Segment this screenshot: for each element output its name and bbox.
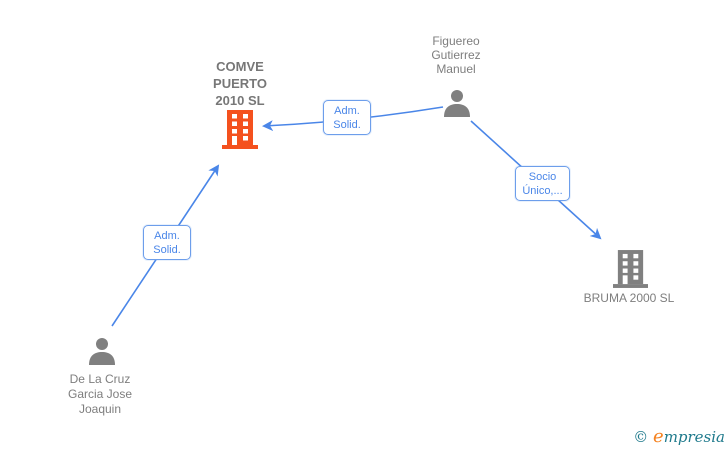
copyright-symbol: ©: [633, 428, 649, 446]
figuereo-name-line3: Manuel: [436, 62, 476, 76]
delacruz-name-line1: De La Cruz: [69, 372, 131, 386]
figuereo-name-line1: Figuereo: [432, 34, 480, 48]
delacruz-name-line2: Garcia Jose: [67, 387, 133, 401]
comve-name-line1: COMVE: [216, 59, 264, 74]
edge-label-text: Adm. Solid.: [153, 229, 181, 256]
brand-first-letter: e: [653, 426, 664, 447]
edge-label-adm-solid-bottom: Adm. Solid.: [143, 225, 191, 260]
figuereo-name-line2: Gutierrez: [431, 48, 481, 62]
company-building-icon-comve[interactable]: [222, 110, 258, 154]
comve-name-line2: PUERTO: [213, 76, 267, 91]
person-icon-delacruz[interactable]: [87, 338, 117, 370]
brand-rest: mpresia: [663, 428, 725, 446]
comve-name-line3: 2010 SL: [215, 93, 265, 108]
node-label-figuereo-gutierrez-manuel[interactable]: Figuereo Gutierrez Manuel: [406, 34, 506, 76]
node-label-de-la-cruz-garcia-jose-joaquin[interactable]: De La Cruz Garcia Jose Joaquin: [50, 372, 150, 417]
person-icon-figuereo[interactable]: [442, 90, 472, 122]
company-building-icon-bruma[interactable]: [613, 250, 648, 293]
delacruz-name-line3: Joaquin: [78, 402, 122, 416]
edge-label-text: Socio Único,...: [522, 170, 563, 197]
empresia-logo[interactable]: © empresia: [633, 426, 725, 447]
node-label-comve-puerto-2010-sl[interactable]: COMVE PUERTO 2010 SL: [180, 58, 300, 109]
edge-label-adm-solid-top: Adm. Solid.: [323, 100, 371, 135]
edge-label-text: Adm. Solid.: [333, 104, 361, 131]
node-label-bruma-2000-sl[interactable]: BRUMA 2000 SL: [569, 291, 689, 305]
bruma-name-line1: BRUMA 2000 SL: [583, 291, 675, 305]
edge-label-socio-unico: Socio Único,...: [515, 166, 570, 201]
